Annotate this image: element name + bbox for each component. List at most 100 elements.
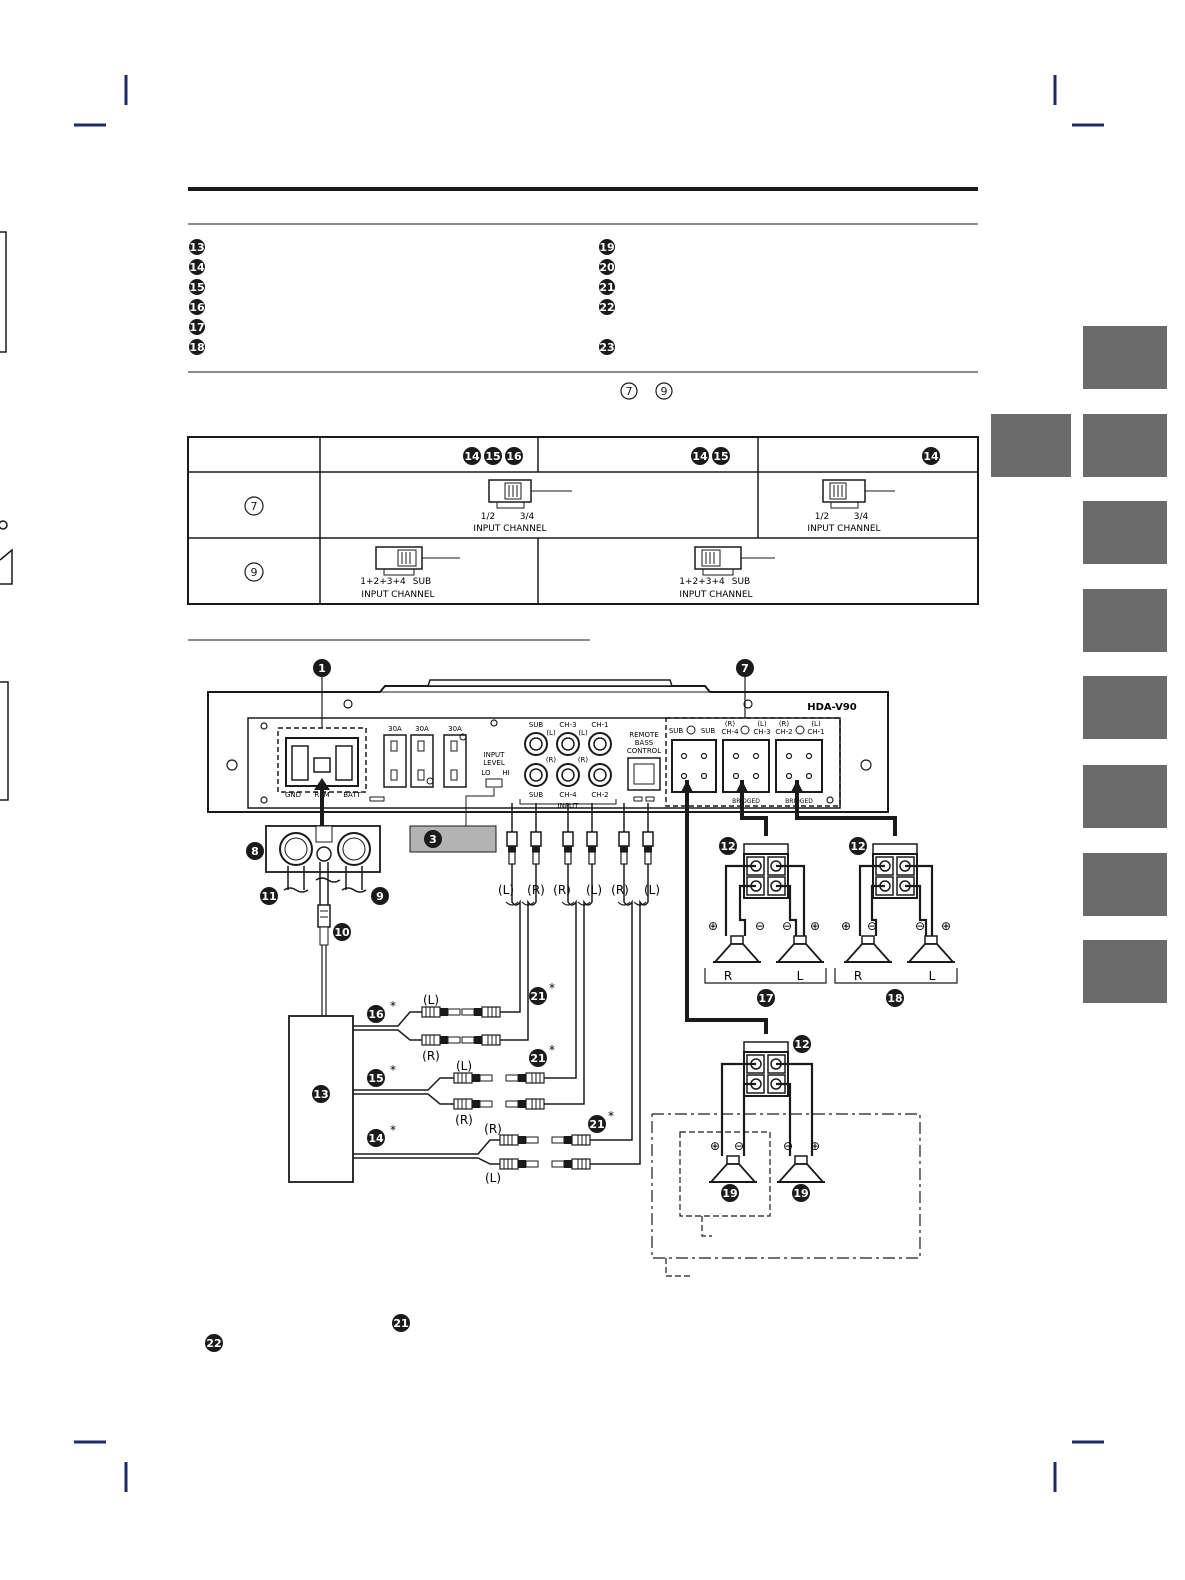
cable-label: (R) (484, 1122, 502, 1136)
bracket-18 (834, 968, 958, 984)
cable-label: (R) (422, 1049, 440, 1063)
spk-head: (R) (779, 720, 790, 728)
minus-sign: ⊖ (734, 1139, 744, 1153)
power-connector (265, 778, 381, 1016)
row-label-7: 7 (251, 500, 258, 513)
rca-plug-label: (L) (586, 883, 602, 897)
switch-option: 3/4 (854, 512, 869, 522)
switch-option: 3/4 (520, 512, 535, 522)
input-level-label: INPUT (484, 751, 506, 759)
callout-10: 10 (334, 926, 350, 939)
cable-label: (L) (423, 993, 439, 1007)
rca-cable-runs (353, 864, 649, 1165)
rca-label: CH-2 (591, 791, 608, 799)
callout-8: 8 (251, 845, 259, 858)
spk-head: CH-1 (807, 728, 824, 736)
left-edge-fragments (0, 231, 13, 801)
switch-option: SUB (413, 577, 431, 587)
asterisk: * (549, 981, 555, 995)
minus-sign: ⊖ (782, 919, 792, 933)
plus-sign: ⊕ (810, 1139, 820, 1153)
bridged-label: BRIDGED (785, 798, 813, 805)
channel-switch-diagram: 1/2 3/4 INPUT CHANNEL (807, 479, 895, 534)
rca-plug-label: (R) (611, 883, 629, 897)
asterisk: * (549, 1043, 555, 1057)
spk-head: CH-4 (721, 728, 739, 736)
asterisk: * (608, 1109, 614, 1123)
bridged-label: BRIDGED (732, 798, 760, 805)
asterisk: * (390, 1063, 396, 1077)
subwoofer-leads (720, 1062, 814, 1156)
crop-marks (74, 75, 1104, 1492)
switch-caption: INPUT CHANNEL (361, 590, 434, 600)
header-badge: 16 (506, 450, 522, 463)
rca-plug-row (506, 803, 654, 865)
legend-badge: 19 (599, 241, 614, 254)
spk-l-label: L (797, 969, 804, 983)
legend-badge: 23 (599, 341, 614, 354)
switch-caption: INPUT CHANNEL (807, 524, 880, 534)
spk-head: SUB (701, 727, 716, 735)
speakers-18 (843, 935, 956, 963)
callout-21: 21 (530, 1052, 545, 1065)
footnote-21: 21 (393, 1317, 408, 1330)
switch-option: SUB (732, 577, 750, 587)
level-opt: HI (502, 769, 509, 777)
spk-l-label: L (929, 969, 936, 983)
remote-label: CONTROL (627, 747, 661, 755)
fuse-rating: 30A (415, 725, 429, 733)
legend-badge: 17 (189, 321, 204, 334)
input-level-label: LEVEL (483, 759, 505, 767)
rca-input-jacks: SUB CH-3 CH-1 (L) (L) (R) (R) SUB CH-4 C… (519, 721, 617, 810)
spk-head: (L) (811, 720, 821, 728)
rca-plug-label: (L) (498, 883, 514, 897)
sub-switch-diagram: 1+2+3+4 SUB INPUT CHANNEL (679, 546, 775, 600)
spk-head: (L) (757, 720, 767, 728)
callout-19: 19 (722, 1187, 737, 1200)
switch-caption: INPUT CHANNEL (679, 590, 752, 600)
callout-17: 17 (758, 992, 773, 1005)
speaker-output-block (665, 717, 841, 807)
header-badge: 15 (713, 450, 728, 463)
chapter-tabs[interactable] (991, 326, 1167, 1003)
rca-plug-label: (R) (553, 883, 571, 897)
speaker-leads-17 (724, 864, 806, 936)
header-badge: 14 (692, 450, 708, 463)
rca-label: (R) (578, 756, 589, 764)
cable-label: (L) (485, 1171, 501, 1185)
legend-badge: 15 (189, 281, 204, 294)
gnd-label: GND (285, 791, 301, 799)
legend-left: 13 14 15 16 17 18 (189, 239, 205, 355)
rca-label: CH-1 (591, 721, 608, 729)
rca-plug-label: (L) (644, 883, 660, 897)
remote-bass-port[interactable] (627, 757, 661, 791)
cable-label: (R) (455, 1113, 473, 1127)
settings-table: 14 15 16 14 15 14 7 9 1/2 3/4 INPUT CHAN… (187, 436, 979, 605)
cable-callouts: 16 * 15 * 14 * 21 * 21 * 21 * (367, 981, 614, 1147)
plus-sign: ⊕ (710, 1139, 720, 1153)
input-level-switch[interactable] (485, 778, 503, 788)
legend-badge: 21 (599, 281, 614, 294)
spk-r-label: R (854, 969, 862, 983)
spk-r-label: R (724, 969, 732, 983)
fuse-holders: 30A 30A 30A (383, 725, 467, 788)
plus-sign: ⊕ (941, 919, 951, 933)
callout-7: 7 (741, 662, 749, 675)
speaker-terminal-sub (743, 1041, 789, 1097)
callout-19: 19 (793, 1187, 808, 1200)
callout-12: 12 (794, 1038, 809, 1051)
spk-head: SUB (669, 727, 684, 735)
sub-switch-diagram: 1+2+3+4 SUB INPUT CHANNEL (360, 546, 460, 600)
speaker-terminal-18 (872, 843, 918, 899)
level-opt: LO (481, 769, 491, 777)
callout-12: 12 (720, 840, 735, 853)
switch-option: 1+2+3+4 (360, 577, 406, 587)
minus-sign: ⊖ (915, 919, 925, 933)
terminal-callouts: 12 12 12 (719, 837, 867, 1053)
subwoofers (708, 1155, 826, 1183)
batt-label: BATT (343, 791, 361, 799)
callout-21: 21 (589, 1118, 604, 1131)
rca-label: (L) (546, 729, 556, 737)
switch-option: 1/2 (481, 512, 495, 522)
